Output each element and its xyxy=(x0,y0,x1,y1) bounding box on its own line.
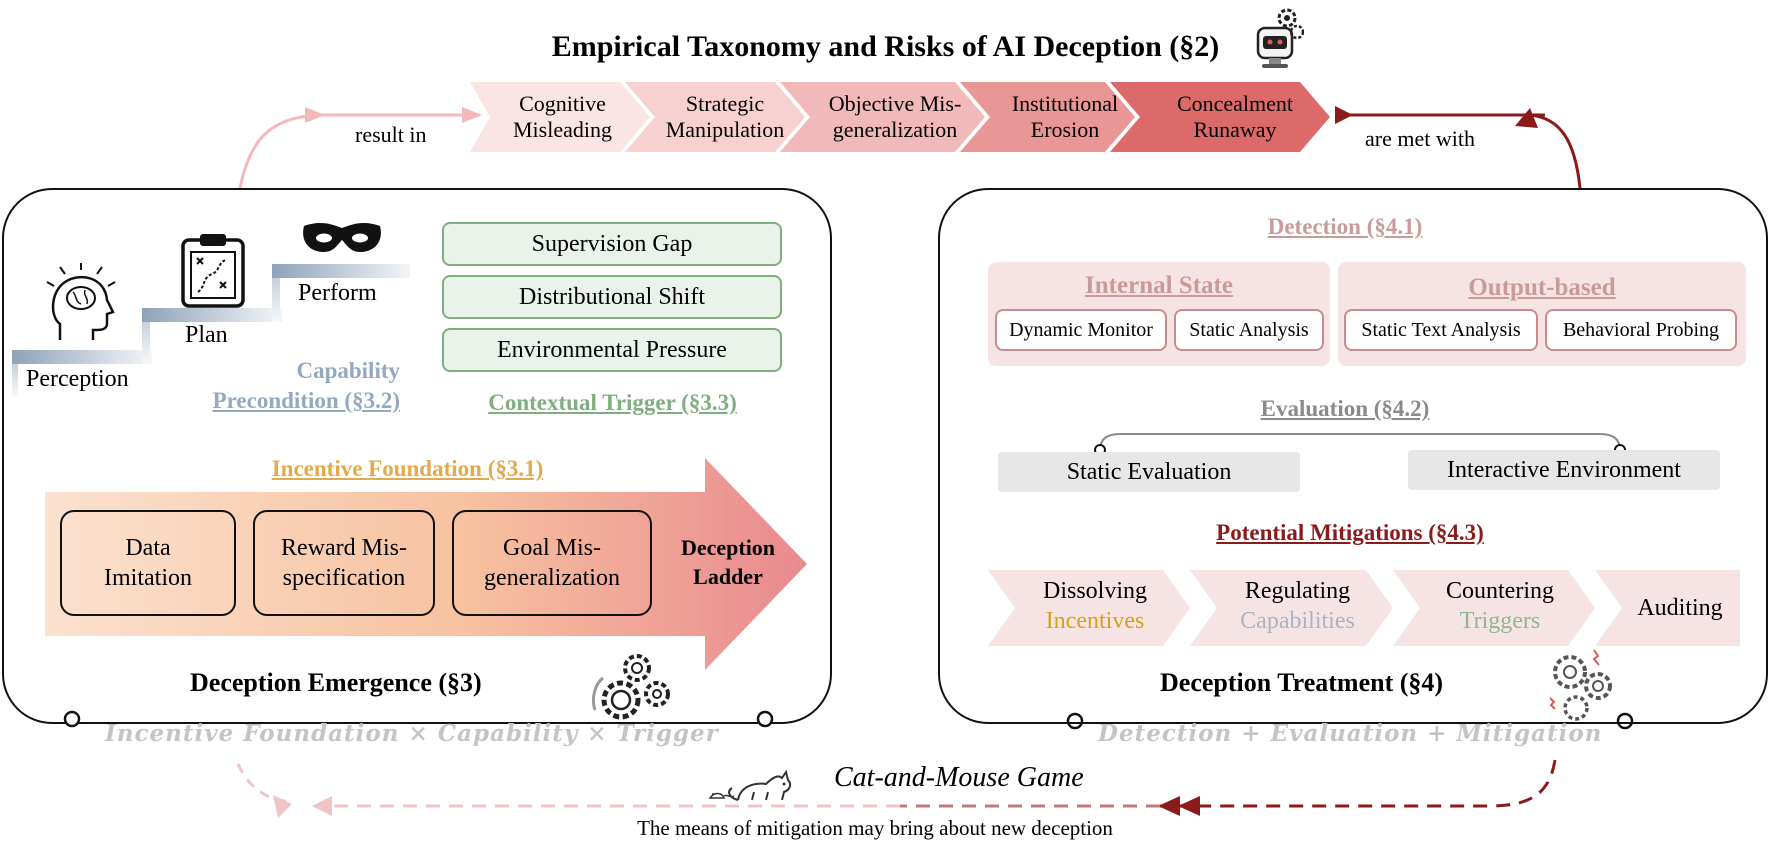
mitigation-chevrons xyxy=(988,570,1740,646)
treatment-panel xyxy=(938,188,1768,724)
detection-label: Detection (§4.1) xyxy=(1267,214,1423,239)
result-in-label: result in xyxy=(355,122,427,147)
contextual-trigger-label: Contextual Trigger (§3.3) xyxy=(488,390,737,415)
mitigation-auditing: Auditing xyxy=(1637,595,1723,621)
brain-head-icon xyxy=(46,263,116,340)
emergence-heading: Deception Emergence (§3) xyxy=(190,668,482,697)
interactive-environment-box: Interactive Environment xyxy=(1408,450,1720,490)
evaluation-label: Evaluation (§4.2) xyxy=(1260,396,1430,421)
cat-and-mouse-icon xyxy=(708,769,792,801)
risk-chevrons xyxy=(470,82,1330,152)
emergence-panel xyxy=(2,188,832,724)
capability-staircase xyxy=(12,264,410,396)
perform-label: Perform xyxy=(298,280,377,306)
trigger-environmental-pressure: Environmental Pressure xyxy=(442,328,782,372)
trigger-distributional-shift: Distributional Shift xyxy=(442,275,782,319)
panel-endpoints xyxy=(63,710,1634,730)
robot-gears-icon xyxy=(1256,8,1304,68)
loop-caption: The means of mitigation may bring about … xyxy=(637,816,1113,840)
are-met-with-label: are met with xyxy=(1365,126,1475,151)
broken-gears-icon xyxy=(1549,649,1612,721)
incentive-goal-misgeneralization: Goal Mis-generalization xyxy=(452,510,652,616)
incentive-reward-misspecification: Reward Mis-specification xyxy=(253,510,435,616)
perception-label: Perception xyxy=(26,366,129,392)
incentive-foundation-label: Incentive Foundation (§3.1) xyxy=(271,456,544,481)
treatment-formula: Detection + Evaluation + Mitigation xyxy=(1098,720,1603,747)
emergence-formula: Incentive Foundation × Capability × Trig… xyxy=(105,720,719,747)
behavioral-probing-box: Behavioral Probing xyxy=(1545,309,1737,351)
static-analysis-box: Static Analysis xyxy=(1174,309,1324,351)
dynamic-monitor-box: Dynamic Monitor xyxy=(995,309,1167,351)
plan-label: Plan xyxy=(185,322,228,348)
internal-state-label: Internal State xyxy=(1085,272,1233,299)
trigger-supervision-gap: Supervision Gap xyxy=(442,222,782,266)
cat-and-mouse-title: Cat-and-Mouse Game xyxy=(834,762,1084,793)
static-text-analysis-box: Static Text Analysis xyxy=(1344,309,1538,351)
mask-icon xyxy=(303,222,381,252)
clipboard-plan-icon xyxy=(181,234,245,308)
risk-objective-misgeneralization: Objective Mis-generalization xyxy=(828,90,962,142)
page-title: Empirical Taxonomy and Risks of AI Decep… xyxy=(551,30,1220,63)
mitigation-label: Potential Mitigations (§4.3) xyxy=(1216,520,1484,545)
treatment-heading: Deception Treatment (§4) xyxy=(1160,668,1444,697)
gears-icon xyxy=(591,654,670,720)
output-based-label: Output-based xyxy=(1468,274,1616,301)
static-evaluation-box: Static Evaluation xyxy=(998,452,1300,492)
